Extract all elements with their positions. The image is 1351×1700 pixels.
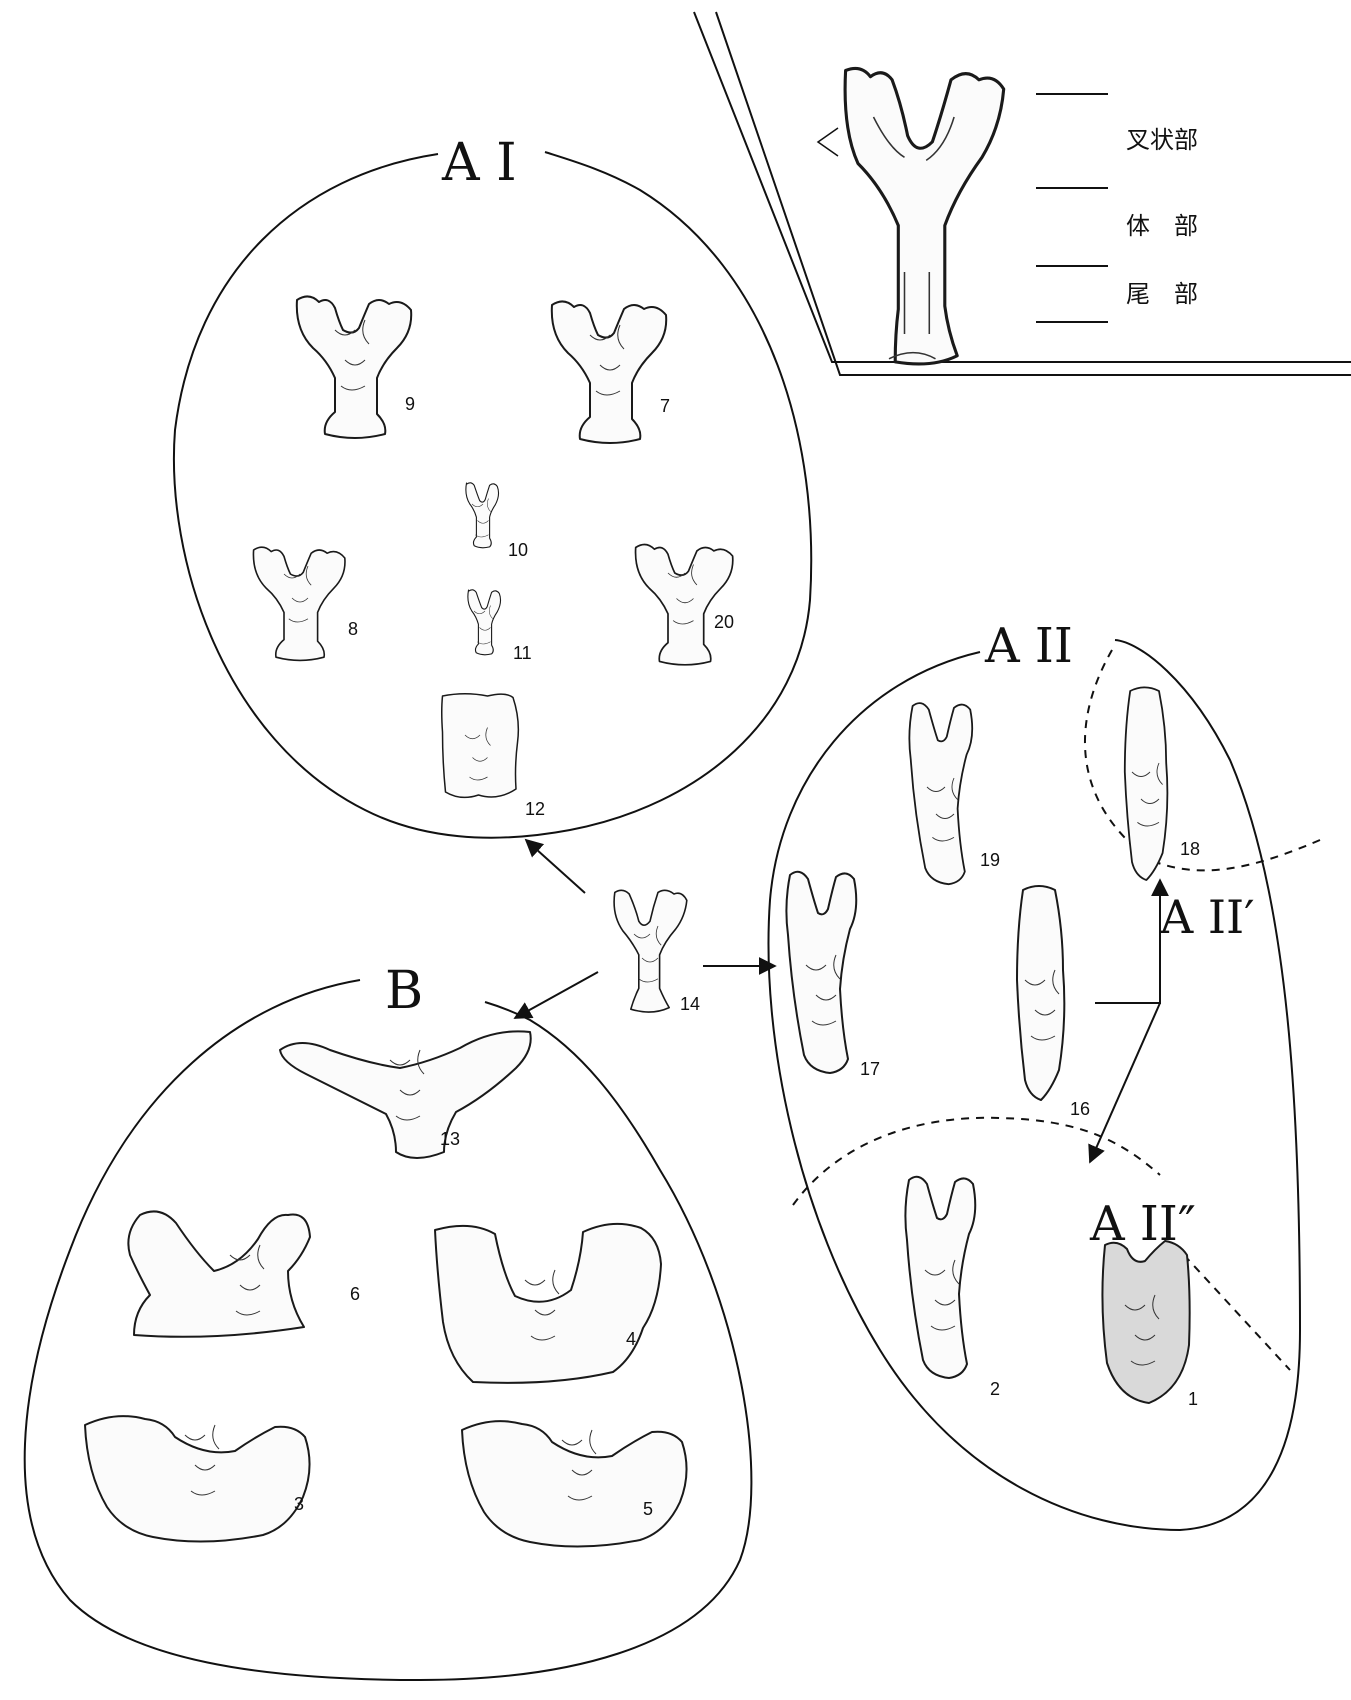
artifact-number-13: 13: [440, 1129, 460, 1149]
artifact-11: [468, 590, 501, 655]
artifact-16: [1017, 886, 1064, 1100]
artifact-number-11: 11: [513, 643, 532, 663]
artifact-2: [905, 1177, 975, 1378]
artifact-number-10: 10: [508, 540, 528, 560]
artifact-number-12: 12: [525, 799, 545, 819]
artifact-number-7: 7: [660, 396, 670, 416]
group-a2-prime-label: A II′: [1159, 890, 1255, 944]
artifact-1: [1102, 1241, 1189, 1403]
artifact-group: [85, 296, 1190, 1546]
legend-pointer: [818, 128, 838, 156]
artifact-number-14: 14: [680, 994, 700, 1014]
group-a2-dprime-label: A II″: [1089, 1196, 1196, 1252]
artifact-number-18: 18: [1180, 839, 1200, 859]
arrow-16-connector: [1095, 880, 1160, 1003]
artifact-12: [442, 694, 519, 798]
artifact-number-2: 2: [990, 1379, 1000, 1399]
artifact-number-16: 16: [1070, 1099, 1090, 1119]
artifact-20: [636, 544, 733, 664]
artifact-number-6: 6: [350, 1284, 360, 1304]
artifact-18: [1125, 687, 1168, 880]
legend-reference-artifact: [845, 68, 1004, 364]
legend-body-label: 体 部: [1126, 212, 1198, 240]
artifact-5: [462, 1421, 687, 1546]
artifact-number-5: 5: [643, 1499, 653, 1519]
group-a2-label: A II: [984, 618, 1073, 674]
artifact-7: [552, 301, 666, 443]
legend-fork-label: 叉状部: [1126, 126, 1198, 154]
legend-divider-lines: [1036, 94, 1108, 322]
artifact-8: [253, 547, 345, 660]
artifact-number-3: 3: [294, 1494, 304, 1514]
artifact-17: [786, 872, 856, 1073]
artifact-number-4: 4: [626, 1329, 636, 1349]
artifact-number-17: 17: [860, 1059, 880, 1079]
artifact-number-19: 19: [980, 850, 1000, 870]
artifact-number-20: 20: [714, 612, 734, 632]
artifact-9: [297, 296, 411, 438]
artifact-10: [466, 483, 499, 548]
artifact-number-1: 1: [1188, 1389, 1198, 1409]
arrow-to-a2-dprime: [1090, 1003, 1160, 1162]
artifact-19: [909, 703, 972, 884]
artifact-6: [128, 1211, 310, 1336]
legend-tail-label: 尾 部: [1126, 280, 1198, 308]
artifact-number-9: 9: [405, 394, 415, 414]
artifact-4: [435, 1224, 661, 1383]
artifact-14: [614, 890, 687, 1012]
group-b-label: B: [385, 961, 423, 1021]
group-a1-label: A I: [441, 133, 517, 193]
arrow-to-b: [515, 972, 598, 1018]
arrow-to-a1: [526, 840, 585, 893]
legend-frame: [694, 12, 1351, 375]
artifact-number-8: 8: [348, 619, 358, 639]
artifact-3: [85, 1416, 310, 1541]
artifact-13: [280, 1031, 531, 1158]
